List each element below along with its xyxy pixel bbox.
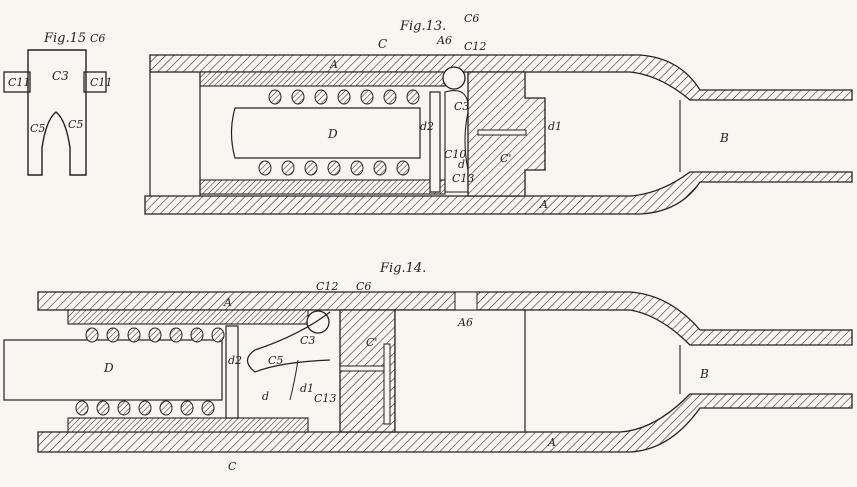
fig14-latch-tail [289, 359, 299, 401]
fig15-label-c5-right: C5 [68, 118, 83, 131]
fig13-label-c12: C12 [464, 40, 486, 53]
fig13-plunger [230, 107, 421, 159]
fig13-stem [477, 129, 527, 136]
fig14-title: Fig.14. [379, 261, 426, 276]
fig14-spring-top [85, 327, 225, 343]
fig14-washer [225, 325, 239, 419]
fig14-stem-head [383, 343, 391, 425]
figure-14: Fig.14. [3, 261, 853, 473]
figure-13: Fig.13. [144, 12, 853, 215]
fig14-label-a6: A6 [457, 316, 473, 329]
fig13-label-d: D [327, 127, 338, 141]
fig13-spring-top [268, 89, 420, 105]
fig14-label-c13: C13 [314, 392, 336, 405]
fig13-label-c: C [378, 37, 387, 51]
fig13-label-c13: C13 [452, 172, 474, 185]
fig14-label-a: A [223, 296, 232, 309]
fig15-left-lug [3, 71, 31, 93]
fig14-label-c3: C3 [300, 334, 315, 347]
fig14-stem [339, 365, 389, 372]
fig13-title: Fig.13. [399, 19, 446, 34]
fig14-port [454, 291, 478, 311]
fig14-label-d: D [103, 361, 114, 375]
fig13-ball [442, 66, 466, 90]
fig15-label-c11-left: C11 [8, 76, 30, 89]
fig13-label-c-cap: C' [500, 152, 511, 165]
fig13-label-c3: C3 [454, 100, 469, 113]
fig13-label-c6: C6 [464, 12, 479, 25]
fig15-label-c6: C6 [90, 32, 105, 45]
fig14-label-a-lower: A [547, 436, 556, 449]
fig14-spring-bottom [75, 400, 215, 416]
fig14-label-c-cap: C' [366, 336, 377, 349]
fig14-sleeve-bottom [67, 417, 309, 433]
fig14-label-d1: d1 [300, 382, 314, 395]
fig14-latch [246, 311, 331, 373]
fig13-label-b: B [719, 131, 729, 145]
fig14-casing-top [37, 291, 853, 346]
fig13-label-a6: A6 [436, 34, 452, 47]
fig13-label-a-lower: A [539, 198, 548, 211]
fig14-label-b: B [699, 367, 709, 381]
fig14-chamber [394, 309, 526, 433]
fig13-spring-bottom [258, 160, 410, 176]
fig14-label-c-bottom: C [228, 460, 237, 473]
fig15-label-c5-left: C5 [30, 122, 45, 135]
fig13-casing-bottom [144, 171, 853, 215]
fig13-label-c10: C10 [444, 148, 466, 161]
fig14-label-d-small: d [262, 390, 269, 403]
figure-15: Fig.15 C6 C11 C11 C3 C5 C5 [3, 31, 112, 176]
fig13-casing-top [149, 54, 853, 101]
fig14-sleeve-top [67, 309, 309, 325]
fig14-label-c12: C12 [316, 280, 338, 293]
fig14-label-d2: d2 [228, 354, 242, 367]
fig13-sleeve-bottom [199, 179, 446, 195]
fig14-label-c5: C5 [268, 354, 283, 367]
fig13-sleeve-top [199, 71, 446, 87]
fig15-label-c11-right: C11 [90, 76, 112, 89]
fig14-ball [306, 310, 330, 334]
fig15-forked-plate [27, 49, 87, 176]
fig15-title: Fig.15 [43, 31, 86, 46]
fig15-label-c3: C3 [52, 69, 69, 83]
fig13-label-d1: d1 [548, 120, 562, 133]
fig13-label-a: A [329, 58, 338, 71]
fig13-label-d-small: d [458, 158, 465, 171]
fig13-label-d2: d2 [420, 120, 434, 133]
fig15-right-lug [83, 71, 107, 93]
fig13-washer [429, 91, 441, 193]
fig14-casing-bottom [37, 393, 853, 453]
fig14-label-c6: C6 [356, 280, 371, 293]
